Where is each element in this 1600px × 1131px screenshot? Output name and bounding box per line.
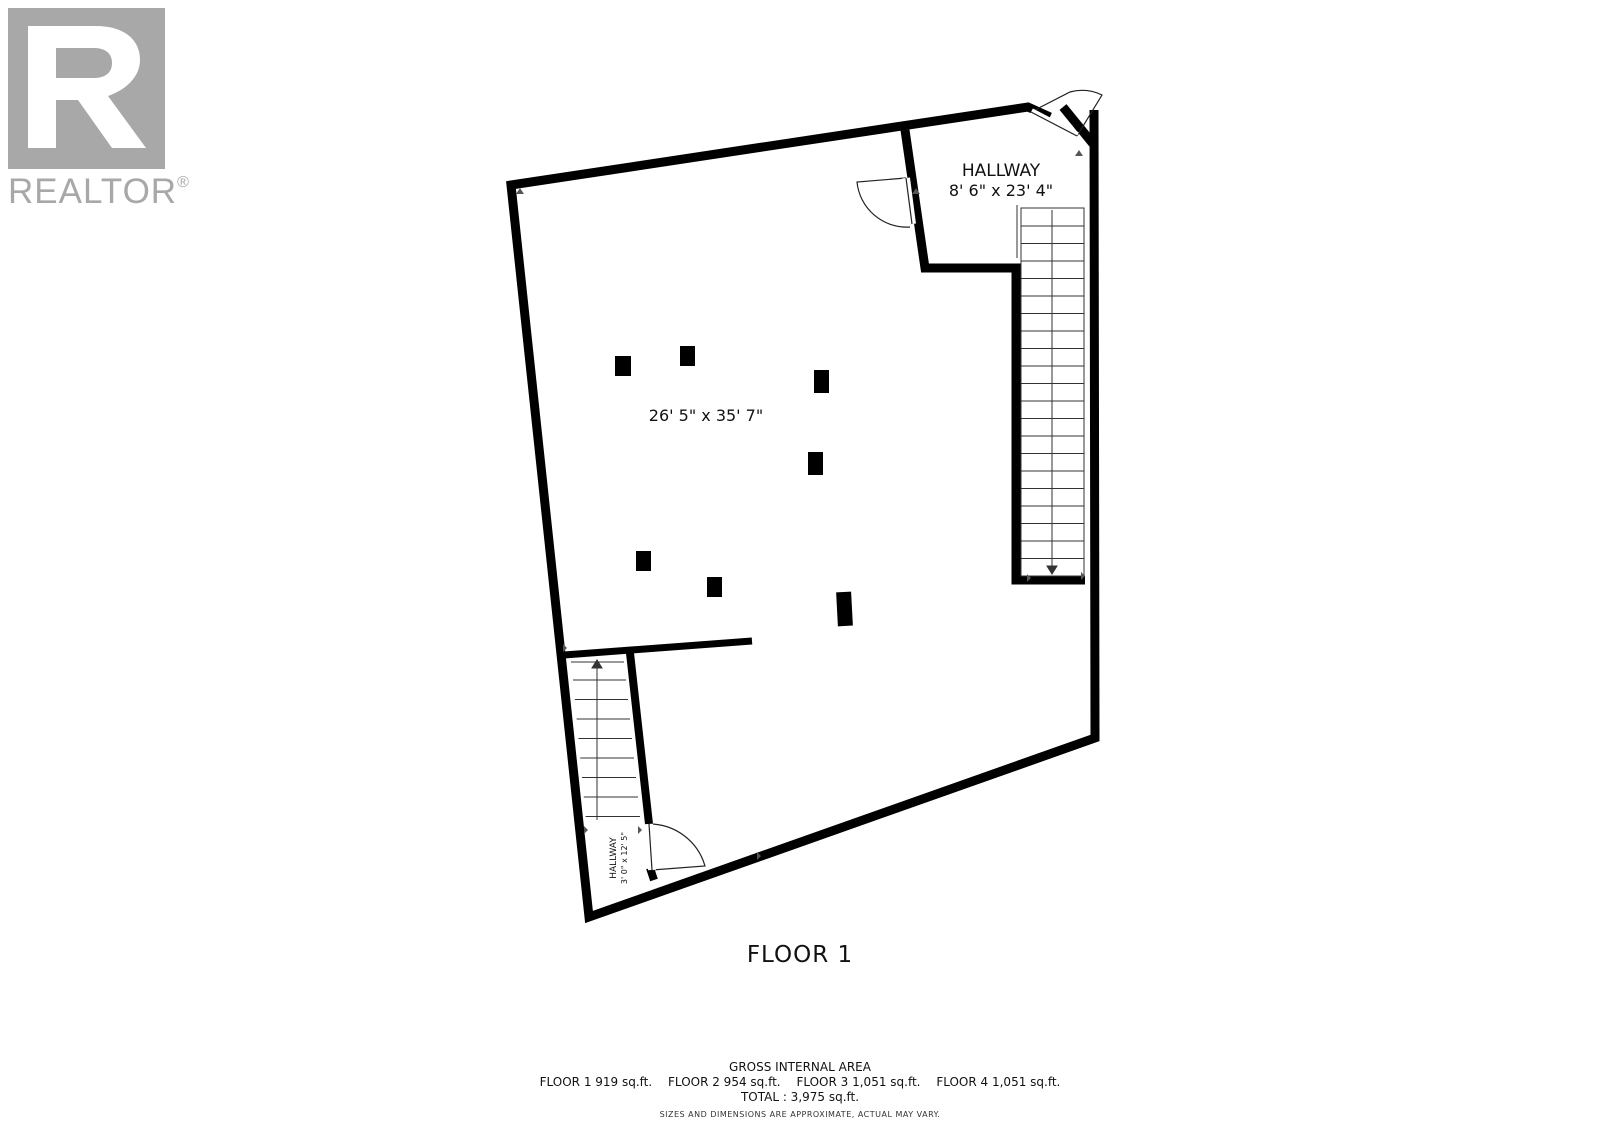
floor-area-item: FLOOR 3 1,051 sq.ft. [796, 1075, 921, 1089]
disclaimer: SIZES AND DIMENSIONS ARE APPROXIMATE, AC… [659, 1110, 941, 1119]
hallway-top-label: HALLWAY [962, 161, 1041, 181]
column-icon [615, 346, 853, 627]
floor-area-list: FLOOR 1 919 sq.ft. FLOOR 2 954 sq.ft. FL… [0, 1075, 1600, 1090]
hallway-top-dimensions: 8' 6" x 23' 4" [949, 181, 1053, 200]
gross-area-summary: GROSS INTERNAL AREA FLOOR 1 919 sq.ft. F… [0, 1060, 1600, 1122]
total-area: TOTAL : 3,975 sq.ft. [740, 1090, 860, 1104]
outer-wall-corner [1059, 104, 1098, 148]
hallway-bottom-label: HALLWAY [609, 837, 619, 879]
floor-area-item: FLOOR 4 1,051 sq.ft. [936, 1075, 1061, 1089]
floor-title: FLOOR 1 [746, 942, 854, 968]
realtor-logo-icon [8, 8, 165, 169]
main-room-dimensions: 26' 5" x 35' 7" [649, 406, 763, 425]
hallway-wall-upper [900, 129, 1085, 585]
floor-area-item: FLOOR 2 954 sq.ft. [668, 1075, 781, 1089]
stairs-icon [1016, 205, 1085, 577]
door-swing-icon [645, 89, 1103, 871]
gross-area-heading: GROSS INTERNAL AREA [729, 1060, 871, 1074]
floor-area-item: FLOOR 1 919 sq.ft. [539, 1075, 653, 1089]
outer-wall [506, 102, 1100, 924]
stairs-icon [571, 659, 640, 820]
hallway-wall-lower-top [563, 637, 753, 659]
arrow-icon [516, 150, 1085, 860]
hallway-bottom-dimensions: 3' 0" x 12' 5" [620, 832, 629, 884]
hallway-wall-lower-side [626, 652, 653, 825]
realtor-logo-text: REALTOR® [8, 172, 190, 211]
